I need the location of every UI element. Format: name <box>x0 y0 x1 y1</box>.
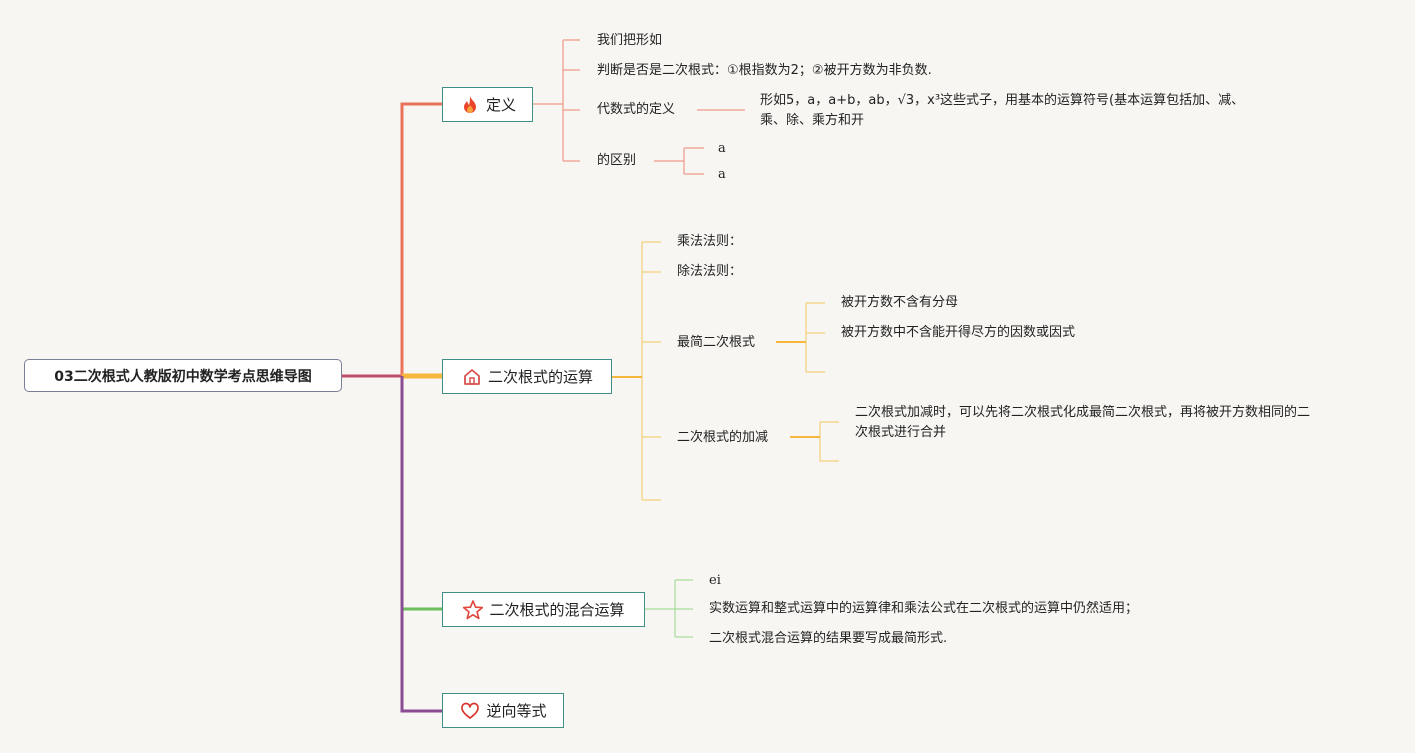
root-title: 03二次根式人教版初中数学考点思维导图 <box>54 368 312 385</box>
def-item-4-sub-2[interactable]: a <box>718 167 726 182</box>
branch-label: 逆向等式 <box>486 702 547 720</box>
def-item-1[interactable]: 我们把形如 <box>597 33 663 48</box>
branch-operations[interactable]: 二次根式的运算 <box>442 359 612 394</box>
ops-item-4[interactable]: 二次根式的加减 <box>677 430 769 445</box>
branch-label: 二次根式的混合运算 <box>489 601 625 619</box>
def-item-3[interactable]: 代数式的定义 <box>597 102 676 117</box>
def-item-4[interactable]: 的区别 <box>597 153 637 168</box>
mixed-item-1[interactable]: ei <box>709 573 721 588</box>
fire-icon <box>459 94 481 116</box>
ops-item-2[interactable]: 除法法则： <box>677 264 743 279</box>
ops-item-4-sub[interactable]: 二次根式加减时，可以先将二次根式化成最简二次根式，再将被开方数相同的二 次根式进… <box>855 403 1310 443</box>
ops-item-3-sub-2[interactable]: 被开方数中不含能开得尽方的因数或因式 <box>841 325 1076 340</box>
root-topic[interactable]: 03二次根式人教版初中数学考点思维导图 <box>24 359 342 392</box>
def-item-2[interactable]: 判断是否是二次根式：①根指数为2；②被开方数为非负数. <box>597 63 932 78</box>
mixed-item-3[interactable]: 二次根式混合运算的结果要写成最简形式. <box>709 631 948 646</box>
mixed-item-2[interactable]: 实数运算和整式运算中的运算律和乘法公式在二次根式的运算中仍然适用； <box>709 601 1139 616</box>
branch-inverse-identity[interactable]: 逆向等式 <box>442 693 564 728</box>
star-icon <box>462 599 484 621</box>
detail-line-2: 乘、除、乘方和开 <box>760 113 865 128</box>
branch-label: 定义 <box>485 96 516 114</box>
branch-definition[interactable]: 定义 <box>442 87 533 122</box>
def-item-4-sub-1[interactable]: a <box>718 141 726 156</box>
sub-line-1: 二次根式加减时，可以先将二次根式化成最简二次根式，再将被开方数相同的二 <box>855 405 1311 420</box>
ops-item-3-sub-1[interactable]: 被开方数不含有分母 <box>841 295 959 310</box>
ops-item-1[interactable]: 乘法法则： <box>677 234 743 249</box>
def-item-3-detail[interactable]: 形如5，a，a+b，ab，√3，x³这些式子，用基本的运算符号(基本运算包括加、… <box>760 91 1244 131</box>
home-icon <box>461 366 483 388</box>
branch-mixed-operations[interactable]: 二次根式的混合运算 <box>442 592 645 627</box>
branch-label: 二次根式的运算 <box>487 368 593 386</box>
sub-line-2: 次根式进行合并 <box>855 425 947 440</box>
heart-icon <box>459 700 481 722</box>
detail-line-1: 形如5，a，a+b，ab，√3，x³这些式子，用基本的运算符号(基本运算包括加、… <box>760 93 1245 108</box>
ops-item-3[interactable]: 最简二次根式 <box>677 335 756 350</box>
